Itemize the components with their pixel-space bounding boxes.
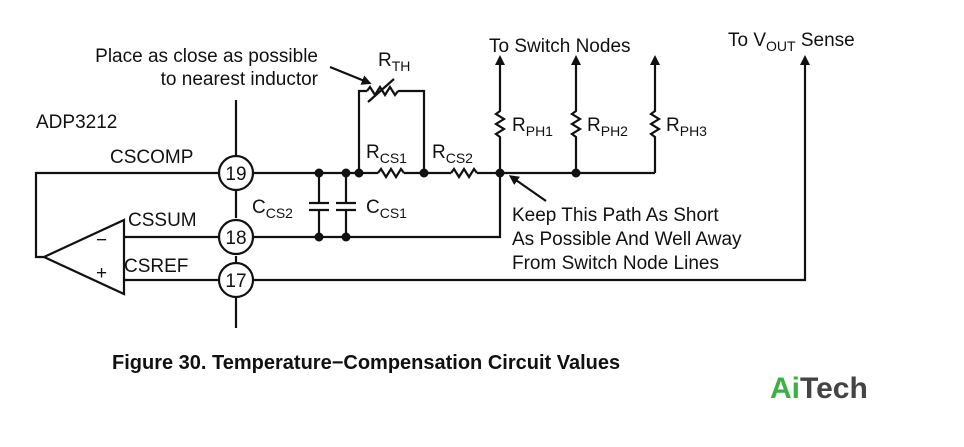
rcs2-resistor xyxy=(450,166,478,180)
switch-nodes-label: To Switch Nodes xyxy=(489,36,631,57)
rph2-resistor xyxy=(569,55,583,173)
wire-rth-bridge xyxy=(398,89,426,173)
pin-17-number: 17 xyxy=(225,271,246,292)
rcs2-label: RCS2 xyxy=(432,142,473,166)
wire-rth-bridge xyxy=(357,89,367,173)
ccs2-label: CCS2 xyxy=(252,197,293,221)
rph1-label: RPH1 xyxy=(512,115,553,139)
watermark-logo: AiTech xyxy=(770,372,868,405)
vout-sense-label: To VOUT Sense xyxy=(728,30,855,54)
path-note-line1: Keep This Path As Short xyxy=(512,205,719,226)
rph1-resistor xyxy=(493,55,507,173)
rcs1-resistor xyxy=(377,166,405,180)
placement-note-line1: Place as close as possible xyxy=(95,46,318,67)
rth-variable-arrow xyxy=(367,78,395,103)
junction-dot xyxy=(314,232,324,242)
amplifier-triangle xyxy=(41,218,126,296)
pin-cscomp-label: CSCOMP xyxy=(110,147,193,168)
pin-csref-label: CSREF xyxy=(124,256,188,277)
pin-cssum-label: CSSUM xyxy=(128,210,197,231)
placement-note-arrow xyxy=(329,65,372,85)
pin-19-number: 19 xyxy=(225,164,246,185)
rph3-resistor xyxy=(648,55,662,173)
rth-label: RTH xyxy=(378,50,410,74)
rph3-label: RPH3 xyxy=(666,115,707,139)
wire-amp-feedback xyxy=(34,171,219,259)
amplifier-plus-sign: + xyxy=(96,263,107,284)
pin-18-number: 18 xyxy=(225,228,246,249)
rph2-label: RPH2 xyxy=(587,115,628,139)
ccs1-label: CCS1 xyxy=(366,197,407,221)
wire-csref-to-vout xyxy=(253,55,810,282)
amplifier-minus-sign: − xyxy=(96,230,107,251)
rth-thermistor xyxy=(366,84,399,98)
rcs1-label: RCS1 xyxy=(366,142,407,166)
path-note-line3: From Switch Node Lines xyxy=(512,253,719,274)
path-note-line2: As Possible And Well Away xyxy=(512,229,742,250)
junction-dot xyxy=(341,232,351,242)
placement-note-line2: to nearest inductor xyxy=(161,69,319,90)
path-note-arrow xyxy=(508,175,547,202)
wire-cssum-node xyxy=(253,173,502,239)
figure-caption: Figure 30. Temperature−Compensation Circ… xyxy=(112,352,620,374)
chip-name-label: ADP3212 xyxy=(36,112,117,133)
